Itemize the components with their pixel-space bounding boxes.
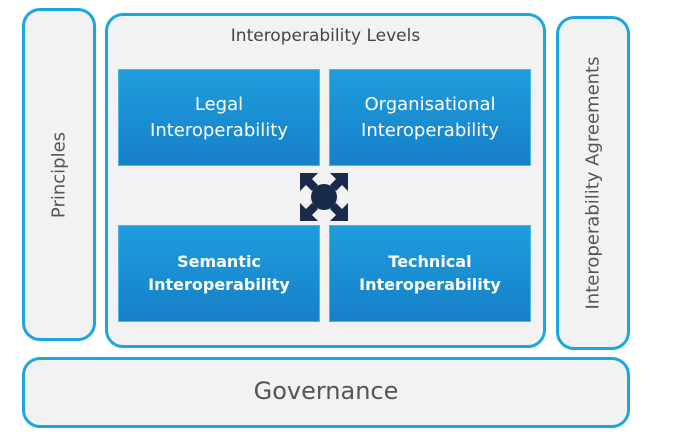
technical-interoperability-box: Technical Interoperability (329, 225, 531, 322)
organisational-interoperability-box: Organisational Interoperability (329, 69, 531, 166)
principles-panel: Principles (22, 8, 96, 341)
semantic-box-line1: Semantic (177, 252, 261, 272)
principles-label: Principles (48, 131, 70, 218)
semantic-box-line2: Interoperability (148, 274, 290, 294)
agreements-label: Interoperability Agreements (582, 56, 604, 310)
technical-box-line1: Technical (388, 252, 472, 272)
legal-interoperability-box: Legal Interoperability (118, 69, 320, 166)
governance-label: Governance (253, 377, 399, 405)
levels-title: Interoperability Levels (230, 26, 421, 46)
semantic-interoperability-box: Semantic Interoperability (118, 225, 320, 322)
governance-panel: Governance (22, 357, 630, 428)
organisational-box-line1: Organisational (364, 94, 496, 116)
legal-box-line1: Legal (194, 94, 244, 116)
four-way-arrows-icon (300, 173, 348, 221)
legal-box-line2: Interoperability (150, 119, 288, 141)
technical-box-line2: Interoperability (359, 274, 501, 294)
organisational-box-line2: Interoperability (361, 119, 499, 141)
interoperability-agreements-panel: Interoperability Agreements (556, 16, 630, 350)
